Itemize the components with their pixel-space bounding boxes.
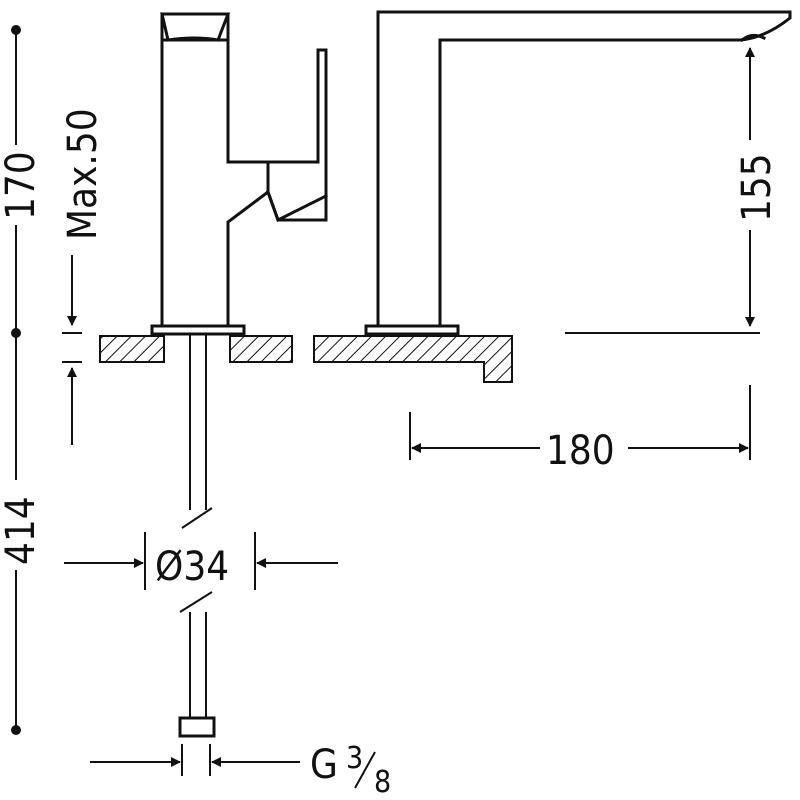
max-deck-label: Max.50 — [60, 108, 106, 240]
spout-reach-dimension — [409, 385, 751, 460]
spout — [376, 10, 792, 328]
spout-height-dimension — [565, 47, 760, 334]
mixer-body — [160, 12, 270, 328]
spout-reach-label: 180 — [546, 428, 615, 474]
overall-height-label: 170 — [0, 151, 44, 220]
thread-numerator-label: 3 — [346, 741, 363, 776]
thread-dimension — [90, 744, 376, 789]
spout-height-label: 155 — [734, 153, 780, 222]
dimension-dot-middle — [11, 328, 21, 338]
left-dimension-line — [11, 25, 21, 735]
lever-handle — [266, 48, 329, 223]
dimension-dot-bottom — [11, 725, 21, 735]
diameter-label: Ø34 — [155, 544, 229, 590]
deck-thickness-dimension — [62, 255, 82, 445]
dimension-dot-top — [11, 25, 21, 35]
supply-hose — [178, 334, 216, 738]
hose-length-label: 414 — [0, 496, 44, 565]
thread-prefix-label: G — [310, 742, 338, 788]
countertop — [99, 335, 513, 383]
hose-connector — [178, 716, 216, 738]
thread-denominator-label: 8 — [374, 765, 391, 800]
diameter-dimension — [64, 532, 338, 590]
spout-base-plate — [364, 324, 460, 336]
mixer-base-plate — [150, 324, 246, 336]
